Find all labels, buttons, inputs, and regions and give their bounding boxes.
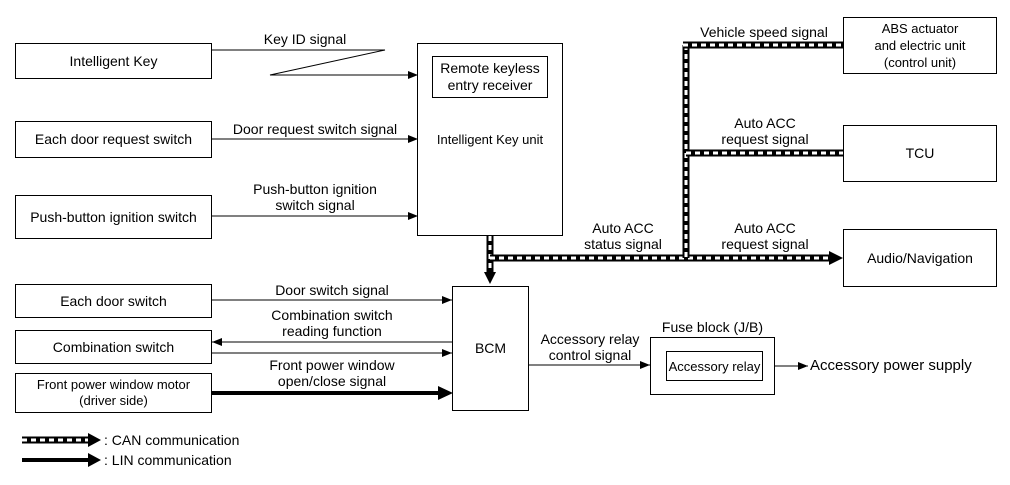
each-door-switch-box: Each door switch	[15, 284, 212, 318]
combination-switch-box: Combination switch	[15, 330, 212, 364]
legend-lin-line	[22, 453, 101, 467]
audio-navigation-box: Audio/Navigation	[843, 229, 997, 287]
auto-acc-request-tcu-label: Auto ACC request signal	[721, 115, 809, 147]
intelligent-key-unit-label: Intelligent Key unit	[436, 132, 544, 147]
door-request-signal-label: Door request switch signal	[232, 121, 398, 137]
can-bus	[484, 41, 843, 284]
bcm-box: BCM	[452, 286, 529, 411]
vehicle-speed-signal-label: Vehicle speed signal	[700, 24, 828, 40]
fuse-block-label: Fuse block (J/B)	[661, 319, 764, 335]
intelligent-key-box: Intelligent Key	[15, 43, 212, 79]
auto-acc-status-label: Auto ACC status signal	[584, 220, 662, 252]
legend-can-line	[22, 433, 101, 447]
key-id-signal-line	[212, 49, 418, 79]
legend-lin-label: : LIN communication	[104, 452, 232, 468]
combination-reading-label: Combination switch reading function	[271, 307, 393, 339]
abs-box: ABS actuator and electric unit (control …	[843, 17, 997, 74]
front-power-window-motor-box: Front power window motor (driver side)	[15, 373, 212, 413]
tcu-box: TCU	[843, 125, 997, 182]
door-request-switch-box: Each door request switch	[15, 121, 212, 158]
push-button-signal-label: Push-button ignition switch signal	[253, 181, 377, 213]
auto-acc-request-audio-label: Auto ACC request signal	[721, 220, 809, 252]
accessory-relay-box: Accessory relay	[666, 351, 763, 381]
push-button-switch-box: Push-button ignition switch	[15, 195, 212, 239]
remote-keyless-receiver-box: Remote keyless entry receiver	[432, 56, 548, 98]
key-id-signal-label: Key ID signal	[263, 31, 347, 47]
accessory-power-supply-label: Accessory power supply	[810, 357, 972, 374]
door-switch-signal-label: Door switch signal	[275, 282, 389, 298]
front-power-window-signal-label: Front power window open/close signal	[269, 357, 395, 389]
legend-can-label: : CAN communication	[104, 432, 240, 448]
accessory-relay-control-label: Accessory relay control signal	[540, 331, 640, 363]
